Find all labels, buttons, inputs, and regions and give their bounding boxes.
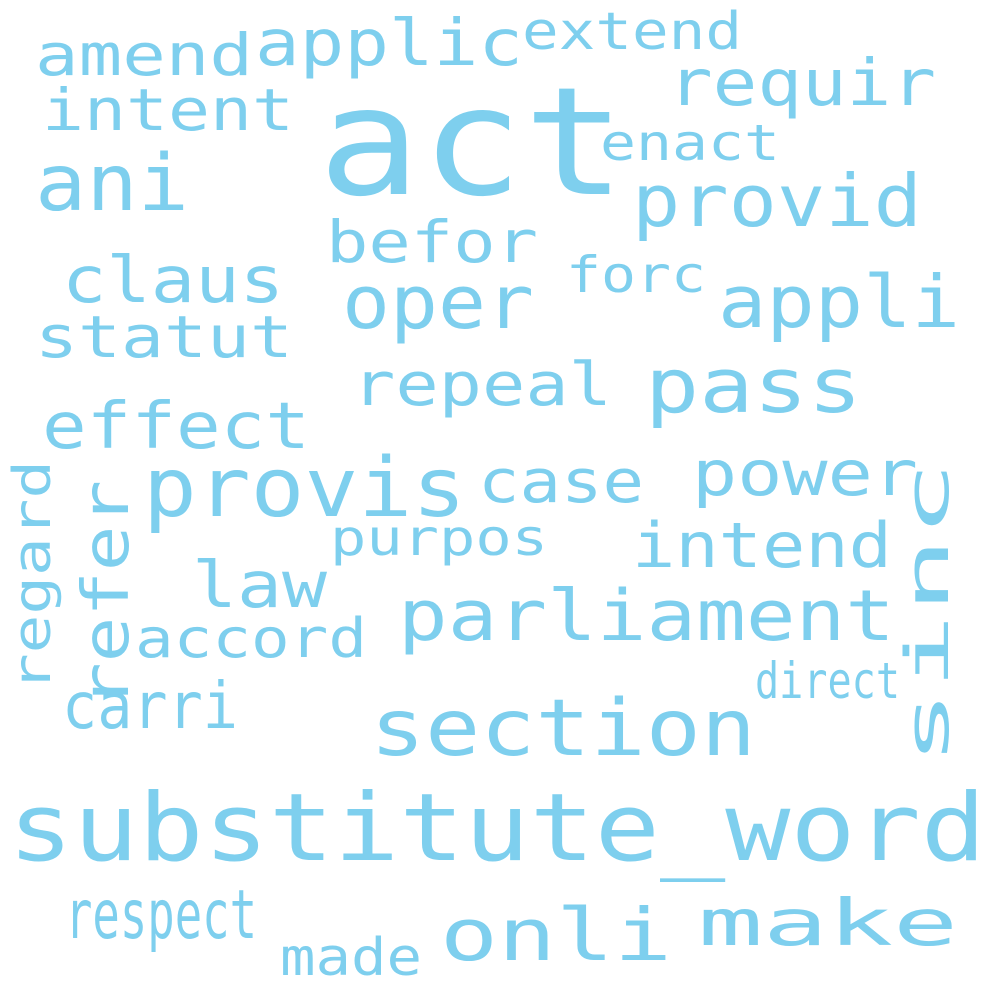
word-power: power bbox=[692, 437, 918, 510]
word-onli: carri bbox=[62, 670, 238, 744]
word-pass: pass bbox=[645, 341, 862, 430]
word-substitute-word: substitute_word bbox=[8, 774, 986, 883]
word-extend: extend bbox=[522, 2, 742, 62]
word-ani: ani bbox=[35, 139, 189, 229]
word-carri: refer bbox=[70, 480, 144, 708]
word-enact: enact bbox=[600, 114, 780, 172]
word-provid: provid bbox=[632, 159, 922, 243]
word-regard: make bbox=[698, 887, 958, 961]
word-applic: applic bbox=[255, 7, 523, 81]
word-sinc: made bbox=[280, 928, 422, 988]
word-direct: regard bbox=[3, 460, 63, 692]
word-accord: accord bbox=[135, 607, 367, 670]
word-parliament: parliament bbox=[398, 575, 895, 657]
word-section: section bbox=[370, 684, 756, 774]
word-effect: effect bbox=[42, 390, 310, 464]
word-statut: statut bbox=[35, 303, 293, 371]
word-oper: oper bbox=[342, 260, 534, 346]
word-befor: befor bbox=[326, 208, 538, 276]
word-act: act bbox=[318, 56, 626, 230]
word-made: respect bbox=[65, 876, 257, 955]
word-case: case bbox=[478, 447, 644, 517]
word-repeal: repeal bbox=[352, 350, 612, 420]
word-appli: appli bbox=[718, 260, 960, 344]
word-claus: claus bbox=[62, 244, 284, 318]
word-forc: forc bbox=[566, 246, 706, 304]
word-refer: onli bbox=[440, 893, 672, 977]
word-amend: amend bbox=[35, 21, 253, 89]
word-make: direct bbox=[755, 652, 900, 710]
word-respect: sinc bbox=[893, 461, 963, 766]
word-provis: provis bbox=[143, 441, 466, 536]
word-law: law bbox=[192, 549, 328, 623]
word-purpos: purpos bbox=[330, 509, 548, 567]
word-intent: intent bbox=[42, 76, 294, 144]
word-intend: intend bbox=[632, 509, 892, 582]
word-requir: requir bbox=[668, 47, 936, 121]
